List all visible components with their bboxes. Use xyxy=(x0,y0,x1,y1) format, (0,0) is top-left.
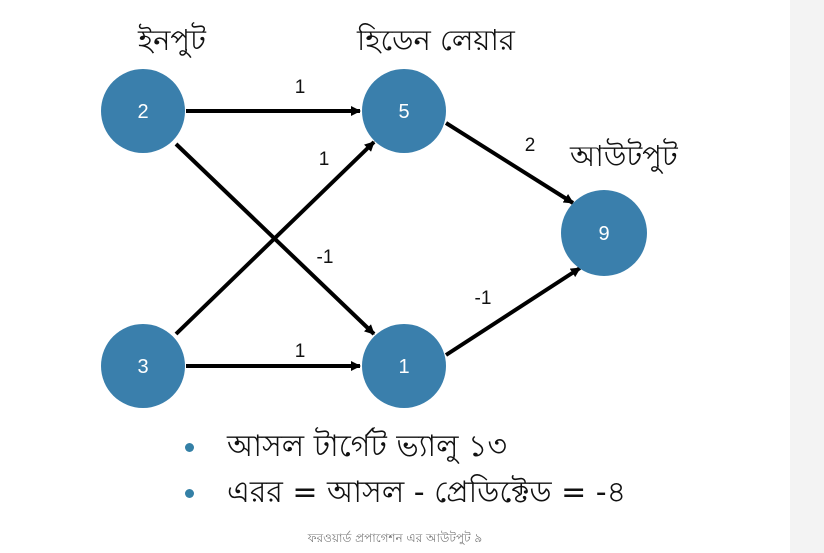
node-input-top: 2 xyxy=(101,69,185,153)
output-layer-label: আউটপুট xyxy=(570,139,678,173)
node-hidden-top: 5 xyxy=(362,69,446,153)
weight-label: 2 xyxy=(525,135,536,156)
node-input-bottom: 3 xyxy=(101,324,185,408)
node-value: 2 xyxy=(137,101,148,123)
bullet-dot xyxy=(185,442,194,452)
bullet-dot xyxy=(185,488,194,498)
error-text: এরর = আসল - প্রেডিক্টেড = -৪ xyxy=(227,475,627,510)
hidden-layer-label: হিডেন লেয়ার xyxy=(357,23,515,57)
edge-input-bottom-to-hidden-top xyxy=(174,140,376,336)
input-layer-label: ইনপুট xyxy=(138,23,206,57)
node-value: 3 xyxy=(137,356,148,378)
node-output: 9 xyxy=(561,190,647,276)
edge-hidden-bottom-to-output xyxy=(444,266,582,357)
actual-target-text: আসল টার্গেট ভ্যালু ১৩ xyxy=(227,429,507,464)
weight-label: 1 xyxy=(319,149,330,170)
figure-caption: ফরওয়ার্ড প্রপাগেশন এর আউটপুট ৯ xyxy=(307,531,483,545)
edge-hidden-top-to-output xyxy=(444,121,575,205)
bullet-list: আসল টার্গেট ভ্যালু ১৩ এরর = আসল - প্রেডি… xyxy=(185,424,626,516)
weight-label: 1 xyxy=(295,77,306,98)
weight-label: -1 xyxy=(317,247,334,268)
bullet-item: এরর = আসল - প্রেডিক্টেড = -৪ xyxy=(185,470,626,516)
weight-label: -1 xyxy=(475,288,492,309)
bullet-item: আসল টার্গেট ভ্যালু ১৩ xyxy=(185,424,626,470)
node-value: 1 xyxy=(398,356,409,378)
node-hidden-bottom: 1 xyxy=(362,324,446,408)
slide-right-edge xyxy=(790,0,824,553)
node-value: 5 xyxy=(398,101,409,123)
node-value: 9 xyxy=(598,223,609,245)
weight-label: 1 xyxy=(295,341,306,362)
